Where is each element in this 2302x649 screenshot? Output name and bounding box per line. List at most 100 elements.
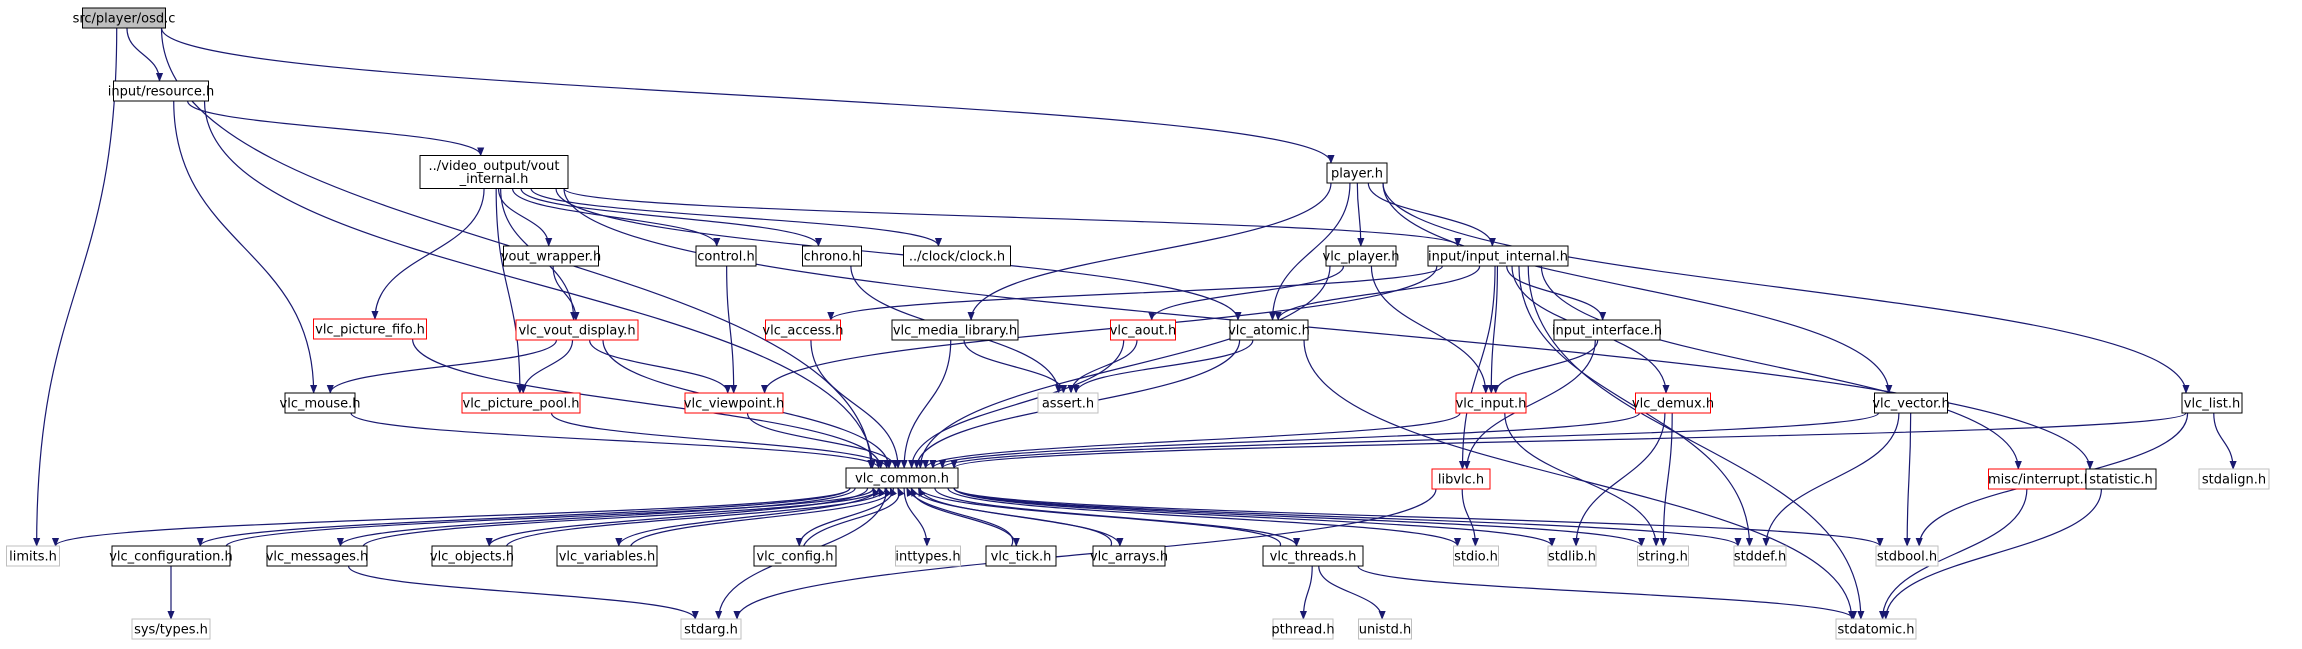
- edge-vlc_input_h-to-vlc_common_h: [922, 412, 1461, 469]
- edge-vlc_demux_h-to-vlc_common_h: [929, 412, 1641, 469]
- node-player_h[interactable]: player.h: [1326, 162, 1388, 184]
- node-vlc_tick_h[interactable]: vlc_tick.h: [985, 545, 1057, 567]
- node-vlc_variables_h[interactable]: vlc_variables.h: [556, 545, 658, 567]
- node-box-string_h: [1637, 545, 1689, 567]
- node-label-misc_interrupt_h: misc/interrupt.h: [1988, 473, 2092, 488]
- edge-vout_internal_h-to-chrono_h: [520, 188, 822, 247]
- edge-vlc_vout_display_h-to-vlc_mouse_h: [326, 339, 558, 394]
- node-vlc_atomic_h[interactable]: vlc_atomic.h: [1228, 319, 1310, 341]
- node-limits_h[interactable]: limits.h: [6, 545, 60, 567]
- node-vlc_vector_h[interactable]: vlc_vector.h: [1872, 392, 1950, 414]
- node-box-assert_h: [1037, 392, 1099, 414]
- node-label-stddef_h: stddef.h: [1734, 550, 1786, 565]
- node-box-vlc_aout_h: [1110, 319, 1176, 341]
- node-libvlc_h[interactable]: libvlc.h: [1431, 468, 1491, 490]
- node-vlc_config_h[interactable]: vlc_config.h: [753, 545, 837, 567]
- node-assert_h[interactable]: assert.h: [1037, 392, 1099, 414]
- node-label-vlc_config_h: vlc_config.h: [756, 550, 833, 565]
- node-box-statistic_h: [2085, 468, 2157, 490]
- edge-vlc_atomic_h-to-stdatomic_h: [1303, 339, 1856, 620]
- node-label-vlc_vout_display_h: vlc_vout_display.h: [518, 324, 635, 339]
- edge-vlc_common_h-to-stdio_h: [947, 487, 1461, 547]
- edge-vlc_player_h-to-vlc_common_h: [916, 265, 1331, 469]
- node-vlc_aout_h[interactable]: vlc_aout.h: [1110, 319, 1177, 341]
- node-label-chrono_h: chrono.h: [804, 250, 861, 265]
- node-stdbool_h[interactable]: stdbool.h: [1875, 545, 1939, 567]
- edge-vlc_messages_h-to-stdarg_h: [347, 565, 699, 620]
- node-vlc_viewpoint_h[interactable]: vlc_viewpoint.h: [684, 392, 784, 414]
- edge-vout_internal_h-to-vout_wrapper_h: [497, 188, 553, 247]
- node-vlc_threads_h[interactable]: vlc_threads.h: [1262, 545, 1364, 567]
- node-osd_c[interactable]: src/player/osd.c: [73, 7, 176, 29]
- node-vout_wrapper_h[interactable]: vout_wrapper.h: [501, 245, 601, 267]
- node-box-player_h: [1326, 162, 1388, 184]
- node-box-vlc_viewpoint_h: [684, 392, 784, 414]
- node-inttypes_h[interactable]: inttypes.h: [895, 545, 961, 567]
- node-vlc_input_h[interactable]: vlc_input.h: [1455, 392, 1527, 414]
- node-box-vlc_configuration_h: [111, 545, 231, 567]
- node-clock_h[interactable]: ../clock/clock.h: [903, 245, 1011, 267]
- node-stddef_h[interactable]: stddef.h: [1733, 545, 1787, 567]
- node-vlc_mouse_h[interactable]: vlc_mouse.h: [280, 392, 361, 414]
- edge-vlc_threads_h-to-unistd_h: [1318, 565, 1386, 620]
- node-stdatomic_h[interactable]: stdatomic.h: [1835, 618, 1917, 640]
- node-vlc_common_h[interactable]: vlc_common.h: [845, 467, 959, 489]
- edge-input_internal_h-to-misc_interrupt_h: [1540, 265, 2022, 470]
- node-input_interface_h[interactable]: input_interface.h: [1552, 319, 1662, 341]
- node-label-stdarg_h: stdarg.h: [684, 623, 738, 638]
- node-pthread_h[interactable]: pthread.h: [1271, 618, 1335, 640]
- node-misc_interrupt_h[interactable]: misc/interrupt.h: [1988, 468, 2092, 490]
- node-input_internal_h[interactable]: input/input_internal.h: [1427, 245, 1569, 267]
- node-box-vlc_objects_h: [431, 545, 513, 567]
- node-vlc_demux_h[interactable]: vlc_demux.h: [1632, 392, 1714, 414]
- node-input_resource_h[interactable]: input/resource.h: [108, 80, 214, 102]
- node-label-control_h: control.h: [697, 250, 754, 265]
- node-box-inttypes_h: [895, 545, 961, 567]
- node-label-libvlc_h: libvlc.h: [1438, 473, 1484, 488]
- node-box-vlc_atomic_h: [1229, 319, 1309, 341]
- node-control_h[interactable]: control.h: [695, 245, 757, 267]
- node-stdio_h[interactable]: stdio.h: [1453, 545, 1499, 567]
- node-box-control_h: [695, 245, 757, 267]
- node-label-vlc_input_h: vlc_input.h: [1456, 397, 1527, 412]
- node-vlc_picture_pool_h[interactable]: vlc_picture_pool.h: [461, 392, 581, 414]
- node-vlc_picture_fifo_h[interactable]: vlc_picture_fifo.h: [313, 318, 427, 340]
- node-stdlib_h[interactable]: stdlib.h: [1547, 545, 1597, 567]
- node-sys_types_h[interactable]: sys/types.h: [131, 618, 211, 640]
- node-string_h[interactable]: string.h: [1637, 545, 1689, 567]
- node-vlc_messages_h[interactable]: vlc_messages.h: [266, 545, 369, 567]
- node-label-statistic_h: statistic.h: [2089, 473, 2153, 488]
- node-box-libvlc_h: [1431, 468, 1491, 490]
- node-chrono_h[interactable]: chrono.h: [802, 245, 862, 267]
- node-label-vlc_variables_h: vlc_variables.h: [559, 550, 656, 565]
- node-vlc_media_library_h[interactable]: vlc_media_library.h: [891, 319, 1019, 341]
- node-vlc_arrays_h[interactable]: vlc_arrays.h: [1090, 545, 1168, 567]
- node-vlc_vout_display_h[interactable]: vlc_vout_display.h: [515, 319, 639, 341]
- node-label-vlc_aout_h: vlc_aout.h: [1110, 324, 1177, 339]
- edge-vout_internal_h-to-vlc_picture_fifo_h: [371, 188, 485, 320]
- edge-vlc_common_h-to-stdlib_h: [953, 487, 1556, 547]
- node-statistic_h[interactable]: statistic.h: [2085, 468, 2157, 490]
- node-box-osd_c: [82, 7, 166, 29]
- edge-input_internal_h-to-libvlc_h: [1458, 265, 1496, 470]
- node-label-player_h: player.h: [1331, 167, 1383, 182]
- edge-vlc_demux_h-to-stdlib_h: [1572, 412, 1666, 547]
- edge-input_internal_h-to-stddef_h: [1518, 265, 1754, 547]
- node-vlc_access_h[interactable]: vlc_access.h: [762, 319, 844, 341]
- node-vlc_player_h[interactable]: vlc_player.h: [1323, 245, 1400, 267]
- edge-vlc_mouse_h-to-vlc_common_h: [350, 412, 883, 469]
- node-label-vlc_player_h: vlc_player.h: [1323, 250, 1400, 265]
- node-stdalign_h[interactable]: stdalign.h: [2198, 468, 2270, 490]
- node-vlc_configuration_h[interactable]: vlc_configuration.h: [109, 545, 233, 567]
- node-vlc_objects_h[interactable]: vlc_objects.h: [430, 545, 514, 567]
- node-box-vlc_vout_display_h: [515, 319, 639, 341]
- node-stdarg_h[interactable]: stdarg.h: [680, 618, 742, 640]
- node-box-sys_types_h: [131, 618, 211, 640]
- edge-vlc_access_h-to-vlc_common_h: [810, 339, 902, 469]
- node-box-vlc_list_h: [2181, 392, 2243, 414]
- node-vlc_list_h[interactable]: vlc_list.h: [2181, 392, 2243, 414]
- node-vout_internal_h[interactable]: ../video_output/vout_internal.h: [419, 155, 569, 189]
- node-label-vlc_arrays_h: vlc_arrays.h: [1090, 550, 1168, 565]
- node-unistd_h[interactable]: unistd.h: [1358, 618, 1412, 640]
- node-label-vlc_demux_h: vlc_demux.h: [1632, 397, 1714, 412]
